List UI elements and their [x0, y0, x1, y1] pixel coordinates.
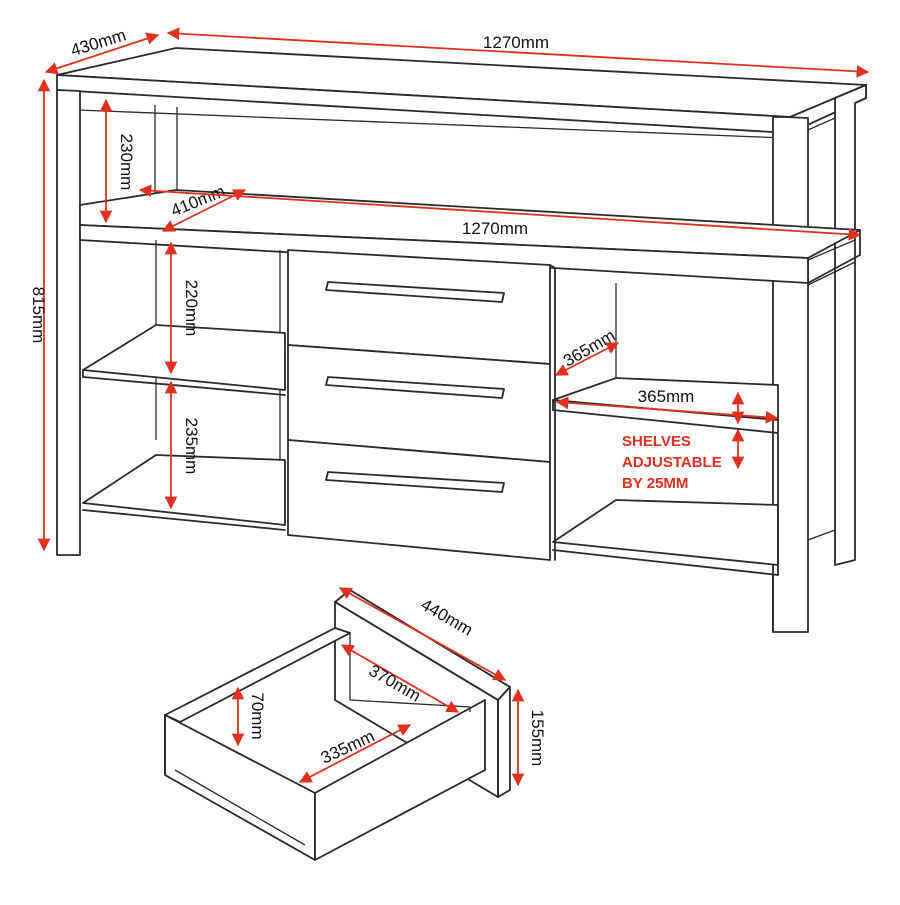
shelves-note-line-3: BY 25MM	[622, 475, 688, 492]
left-lower-bay-label: 235mm	[182, 418, 201, 475]
drawer-right-side	[314, 699, 486, 861]
drawer-front-1	[287, 249, 551, 365]
shelves-note-line-2: ADJUSTABLE	[622, 454, 722, 471]
left-bottom	[82, 454, 286, 526]
left-shelf	[82, 324, 286, 391]
drawer-inner-height-label: 70mm	[248, 692, 267, 739]
right-bottom	[552, 499, 779, 566]
shelf-width-label: 1270mm	[462, 219, 528, 238]
width-label: 1270mm	[483, 33, 549, 52]
right-back-leg	[834, 84, 867, 566]
drawer-inner-width-label: 335mm	[318, 726, 377, 767]
sideboard	[56, 47, 867, 633]
drawer-handle-3	[325, 471, 505, 493]
drawer-front-height-label: 155mm	[528, 710, 547, 767]
drawer-inner-depth-label: 370mm	[365, 661, 424, 706]
right-shelf-width-label: 365mm	[638, 387, 695, 406]
left-front-leg	[56, 89, 81, 556]
top-shelf-height-label: 230mm	[117, 134, 136, 191]
shelves-note-line-1: SHELVES	[622, 433, 691, 450]
drawer-front-3	[287, 439, 551, 561]
drawer-stack	[287, 249, 556, 561]
left-upper-bay-label: 220mm	[182, 280, 201, 337]
drawer-front-width-label: 440mm	[417, 595, 476, 640]
drawer-handle-1	[325, 281, 505, 303]
height-label: 815mm	[29, 287, 48, 344]
drawer-handle-2	[325, 376, 505, 399]
